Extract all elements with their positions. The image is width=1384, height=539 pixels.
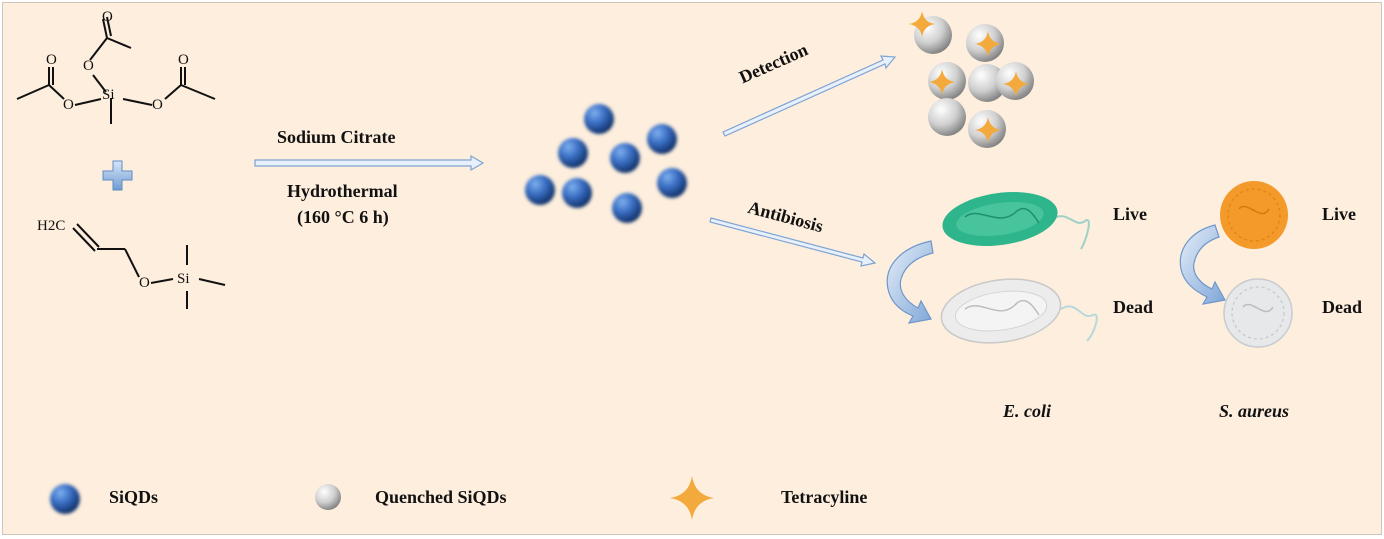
siqd-dot xyxy=(610,143,640,173)
atom-o: O xyxy=(83,58,94,74)
atom-o: O xyxy=(46,52,57,68)
siqd-dot xyxy=(612,193,642,223)
allyloxytrimethylsilane-molecule xyxy=(72,223,226,309)
legend-siqds-label: SiQDs xyxy=(109,487,159,507)
legend-siqds-swatch xyxy=(50,484,80,514)
detection-arrow xyxy=(722,55,897,137)
atom-o: O xyxy=(102,9,113,25)
saureus-name-label: S. aureus xyxy=(1219,401,1290,421)
reaction-conditions-label: (160 °C 6 h) xyxy=(297,207,389,227)
reaction-reagent-label: Sodium Citrate xyxy=(277,127,396,147)
legend-tetracycline-swatch xyxy=(670,476,714,520)
reaction-arrow xyxy=(254,154,485,172)
saureus-live-label: Live xyxy=(1322,204,1356,224)
plus-icon xyxy=(102,160,133,191)
atom-o: O xyxy=(152,97,163,113)
atom-si: Si xyxy=(177,271,190,287)
saureus-dead xyxy=(1223,278,1293,348)
quenched-siqd-dot xyxy=(928,98,966,136)
ecoli-live xyxy=(942,192,1090,250)
ecoli-dead xyxy=(940,278,1098,344)
ecoli-name-label: E. coli xyxy=(1003,401,1051,421)
atom-o: O xyxy=(63,97,74,113)
atom-si: Si xyxy=(102,87,115,103)
siqd-dot xyxy=(558,138,588,168)
saureus-dead-label: Dead xyxy=(1322,297,1362,317)
reaction-method-label: Hydrothermal xyxy=(287,181,398,201)
siqd-dot xyxy=(657,168,687,198)
legend-quenched-label: Quenched SiQDs xyxy=(375,487,507,507)
siqd-dot xyxy=(525,175,555,205)
antibiosis-arrow xyxy=(709,217,877,267)
siqd-dot xyxy=(647,124,677,154)
curved-arrow-icon xyxy=(1179,224,1226,305)
ecoli-live-label: Live xyxy=(1113,204,1147,224)
quenched-siqd-cluster xyxy=(909,11,1034,148)
legend-quenched-swatch xyxy=(315,484,341,510)
atom-o: O xyxy=(178,52,189,68)
curved-arrow-icon xyxy=(886,240,934,324)
siqd-dot xyxy=(562,178,592,208)
atom-o: O xyxy=(139,275,150,291)
triacetoxysilane-molecule xyxy=(16,16,216,124)
siqd-dot xyxy=(584,104,614,134)
diagram-graphics xyxy=(16,11,1293,520)
ecoli-dead-label: Dead xyxy=(1113,297,1153,317)
saureus-live xyxy=(1220,181,1288,249)
siqd-cluster xyxy=(525,104,687,223)
legend-tetracycline-label: Tetracyline xyxy=(781,487,868,507)
quenched-siqd-dot xyxy=(968,64,1006,102)
atom-h2c: H2C xyxy=(37,218,66,234)
